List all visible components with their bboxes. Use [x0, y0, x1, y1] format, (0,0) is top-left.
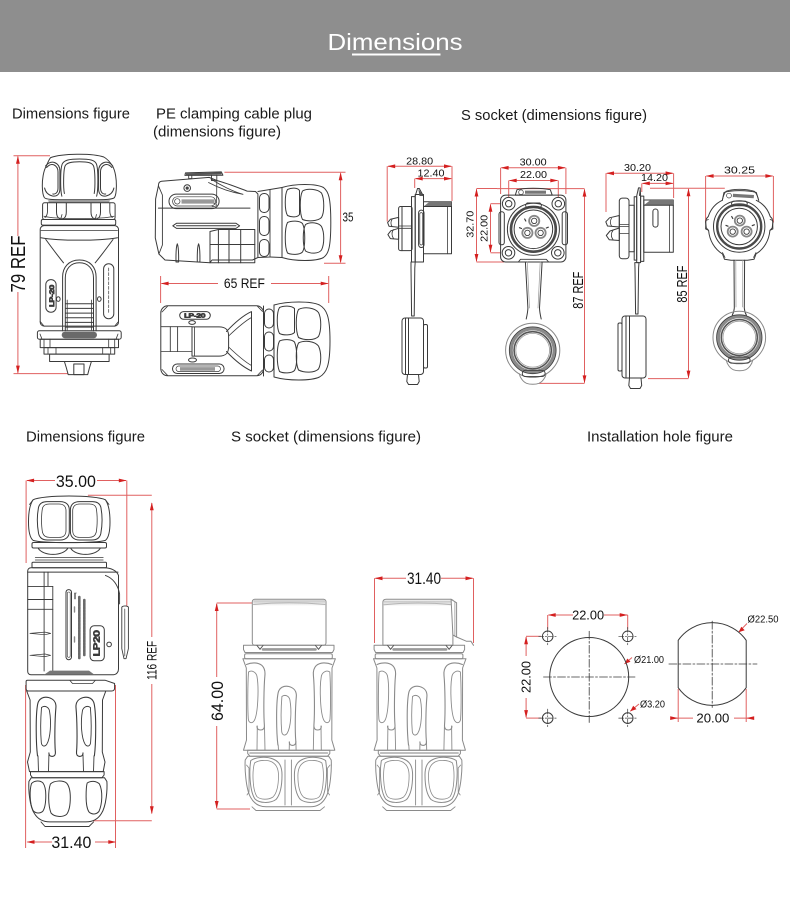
svg-text:35: 35	[343, 209, 354, 224]
svg-text:Dimensions figure: Dimensions figure	[26, 430, 145, 446]
svg-text:PE clamping cable plug: PE clamping cable plug	[156, 107, 312, 123]
svg-text:22.00: 22.00	[519, 661, 534, 693]
svg-text:LP-20: LP-20	[49, 284, 56, 307]
svg-text:Dimensions: Dimensions	[328, 29, 463, 55]
svg-text:22.00: 22.00	[520, 170, 547, 181]
svg-text:Ø21.00: Ø21.00	[634, 655, 664, 666]
svg-text:116 REF: 116 REF	[145, 641, 161, 680]
svg-text:14.20: 14.20	[641, 173, 668, 184]
svg-text:31.40: 31.40	[407, 569, 441, 588]
svg-text:85 REF: 85 REF	[675, 266, 691, 303]
svg-text:12.40: 12.40	[418, 169, 445, 180]
svg-text:30.20: 30.20	[624, 163, 651, 174]
svg-text:30.00: 30.00	[520, 157, 547, 168]
svg-text:87 REF: 87 REF	[571, 272, 587, 309]
svg-text:35.00: 35.00	[56, 472, 96, 491]
svg-text:LP-20: LP-20	[184, 314, 205, 320]
svg-text:(dimensions figure): (dimensions figure)	[153, 125, 281, 141]
svg-text:S socket (dimensions figure): S socket (dimensions figure)	[461, 108, 647, 124]
svg-text:28.80: 28.80	[406, 156, 433, 167]
svg-text:65 REF: 65 REF	[224, 276, 265, 292]
svg-text:22.00: 22.00	[572, 608, 604, 623]
svg-text:22.00: 22.00	[480, 215, 491, 242]
svg-text:64.00: 64.00	[208, 681, 227, 721]
svg-text:32.70: 32.70	[466, 210, 477, 237]
svg-text:Ø22.50: Ø22.50	[748, 615, 779, 626]
svg-text:30.25: 30.25	[724, 166, 755, 177]
svg-text:79 REF: 79 REF	[7, 236, 30, 293]
svg-text:20.00: 20.00	[696, 711, 729, 726]
svg-text:Installation hole figure: Installation hole figure	[587, 430, 733, 446]
svg-text:S socket (dimensions figure): S socket (dimensions figure)	[231, 430, 421, 446]
svg-text:Ø3.20: Ø3.20	[640, 700, 665, 711]
svg-text:LP20: LP20	[93, 630, 102, 657]
svg-text:31.40: 31.40	[51, 833, 91, 852]
svg-text:Dimensions figure: Dimensions figure	[12, 107, 130, 123]
